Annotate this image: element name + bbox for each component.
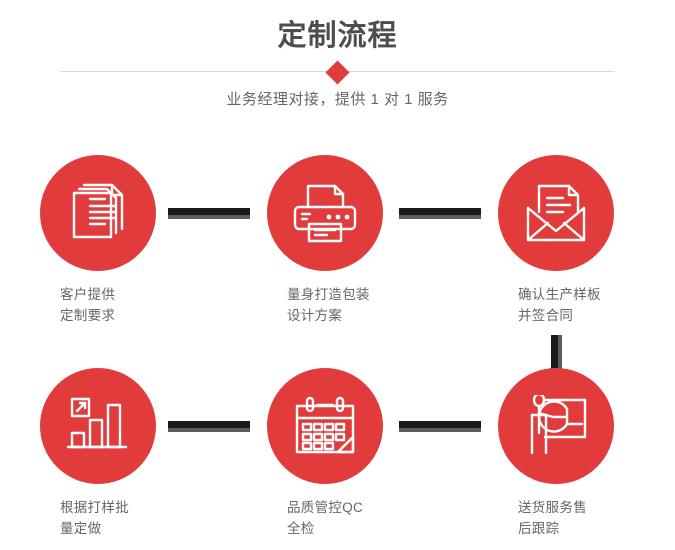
flow-step-3-label: 确认生产样板 并签合同 (518, 287, 601, 323)
flow-step-4-circle (40, 368, 156, 484)
printer-icon (291, 181, 359, 245)
connector-shadow (399, 215, 481, 219)
connector-step3-step6 (551, 335, 562, 371)
connector-step4-step5 (168, 421, 250, 432)
flow-step-4: 根据打样批 量定做 (8, 368, 188, 539)
connector-step5-step6 (399, 421, 481, 432)
flow-step-6-circle (498, 368, 614, 484)
documents-stack-icon (65, 180, 131, 246)
flow-step-3-circle (498, 155, 614, 271)
connector-shadow (168, 215, 250, 219)
flow-step-2: 量身打造包装 设计方案 (235, 155, 415, 326)
flow-step-2-label: 量身打造包装 设计方案 (287, 287, 370, 323)
connector-bar (551, 335, 558, 371)
presenter-pie-chart-icon (523, 395, 589, 457)
flow-step-5: 品质管控QC 全检 (235, 368, 415, 539)
connector-shadow (399, 428, 481, 432)
flow-step-6-label: 送货服务售 后跟踪 (518, 500, 587, 536)
connector-bar (399, 208, 481, 215)
flow-step-1-label: 客户提供 定制要求 (60, 287, 116, 323)
flow-step-3: 确认生产样板 并签合同 (466, 155, 646, 326)
envelope-document-icon (523, 182, 589, 244)
flow-step-5-circle (267, 368, 383, 484)
calendar-icon (292, 396, 358, 456)
page-subtitle: 业务经理对接，提供 1 对 1 服务 (226, 91, 449, 108)
flow-step-1: 客户提供 定制要求 (8, 155, 188, 326)
connector-bar (168, 421, 250, 428)
connector-bar (399, 421, 481, 428)
header-section: 定制流程 业务经理对接，提供 1 对 1 服务 (0, 0, 675, 130)
flow-step-4-label: 根据打样批 量定做 (60, 500, 129, 536)
divider (60, 59, 615, 85)
page-title: 定制流程 (277, 20, 398, 52)
connector-step1-step2 (168, 208, 250, 219)
connector-bar (168, 208, 250, 215)
connector-step2-step3 (399, 208, 481, 219)
connector-shadow (558, 335, 562, 371)
connector-shadow (168, 428, 250, 432)
flow-step-2-circle (267, 155, 383, 271)
flow-step-6: 送货服务售 后跟踪 (466, 368, 646, 539)
flow-step-5-label: 品质管控QC 全检 (287, 500, 364, 536)
bar-chart-growth-icon (66, 395, 130, 457)
diamond-marker-icon (325, 59, 350, 85)
process-flow-diagram: 客户提供 定制要求 (0, 130, 675, 550)
flow-step-1-circle (40, 155, 156, 271)
